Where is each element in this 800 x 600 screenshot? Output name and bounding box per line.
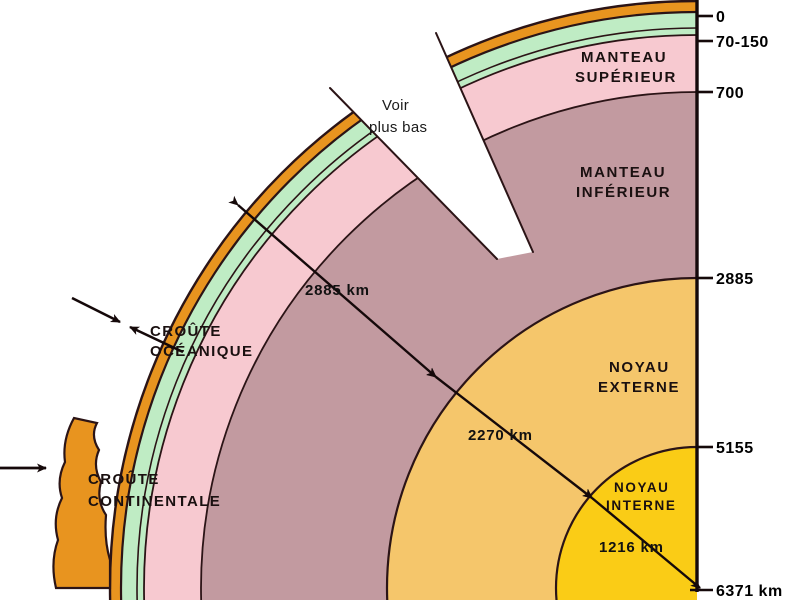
label-continental-crust-line1: CROÛTE: [88, 470, 160, 488]
depth-axis-ticks: [690, 14, 713, 592]
depth-label-surface: 0: [716, 9, 725, 26]
label-upper-mantle-line2: SUPÉRIEUR: [575, 69, 677, 86]
depth-label-upper-mantle-base: 700: [716, 85, 744, 102]
label-lower-mantle: MANTEAU INFÉRIEUR: [576, 164, 671, 201]
callout-line1: Voir: [382, 97, 409, 114]
cutaway-wedge-outline: [329, 32, 534, 260]
depth-label-inner-core-boundary: 5155: [716, 440, 754, 457]
depth-label-core-mantle-boundary: 2885: [716, 271, 754, 288]
oceanic-crust-pointer-outer: [71, 296, 121, 324]
label-inner-core-line2: INTERNE: [606, 498, 676, 513]
label-upper-mantle: MANTEAU SUPÉRIEUR: [575, 49, 677, 86]
measure-label-outer-core: 2270 km: [468, 427, 533, 444]
label-continental-crust-line2: CONTINENTALE: [88, 493, 221, 510]
label-outer-core-line1: NOYAU: [609, 359, 670, 376]
oceanic-crust-pointer-inner: [129, 325, 184, 354]
label-outer-core: NOYAU EXTERNE: [598, 359, 680, 396]
measure-label-mantle: 2885 km: [305, 282, 370, 299]
measure-label-inner-core: 1216 km: [599, 539, 664, 556]
label-oceanic-crust-line1: CROÛTE: [150, 322, 222, 340]
label-oceanic-crust-line2: OCÉANIQUE: [150, 343, 253, 360]
label-upper-mantle-line1: MANTEAU: [581, 49, 667, 66]
measure-arrow-inner-core: [582, 488, 701, 589]
label-outer-core-line2: EXTERNE: [598, 379, 680, 396]
measure-arrow-mantle: [228, 195, 437, 378]
depth-label-center: 6371 km: [716, 583, 783, 600]
continental-crust-blob: [52, 416, 112, 590]
label-continental-crust: CROÛTE CONTINENTALE: [88, 470, 221, 510]
depth-label-lithosphere: 70-150: [716, 34, 769, 51]
label-lower-mantle-line2: INFÉRIEUR: [576, 184, 671, 201]
callout-line2: plus bas: [369, 119, 427, 136]
label-lower-mantle-line1: MANTEAU: [580, 164, 666, 181]
measure-arrow-outer-core: [426, 367, 593, 499]
label-inner-core-line1: NOYAU: [614, 480, 670, 495]
